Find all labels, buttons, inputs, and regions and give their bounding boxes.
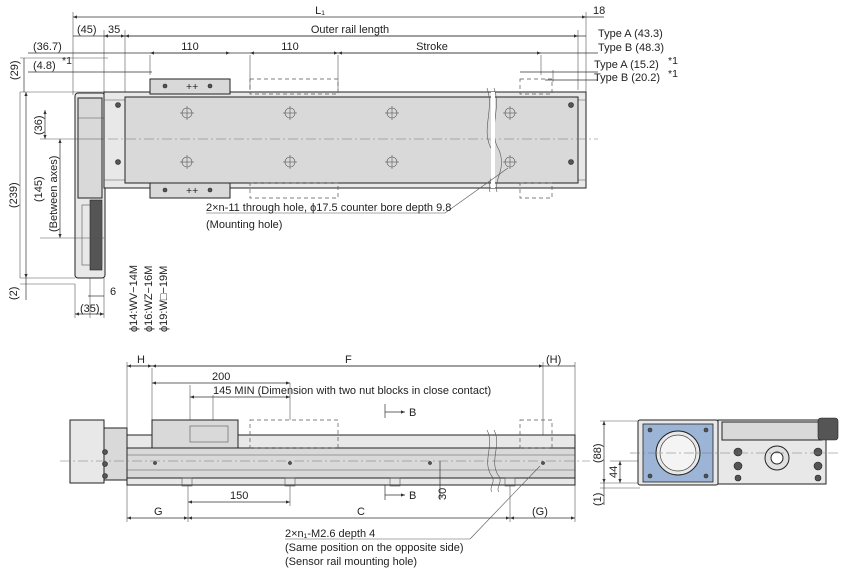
- motor-14: ϕ14:WV−14M: [128, 265, 140, 332]
- sensor-note-2: (Same position on the opposite side): [285, 542, 464, 554]
- dim-150: 150: [230, 490, 248, 502]
- stroke-label: Stroke: [416, 41, 448, 53]
- dim-18: 18: [593, 5, 605, 17]
- section-b-bottom: B: [409, 490, 416, 502]
- dim-44: 44: [608, 466, 620, 478]
- top-view: L₁ 18 (45) 35 Outer rail length (36.7) 1…: [8, 5, 678, 332]
- dim-2: (2): [8, 287, 20, 300]
- sensor-note-1: 2×n₁-M2.6 depth 4: [285, 528, 375, 540]
- note-star1-a: *1: [62, 55, 72, 67]
- note-star1-b: *1: [668, 55, 678, 67]
- between-axes: (Between axes): [48, 156, 60, 232]
- svg-text:++: ++: [186, 81, 198, 93]
- dim-6: 6: [110, 286, 116, 298]
- dim-145: (145): [33, 176, 45, 202]
- type-a-43: Type A (43.3): [598, 28, 663, 40]
- dim-H-paren: (H): [546, 354, 561, 366]
- side-view: H F (H) 200 145 MIN (Dimension with two …: [60, 354, 590, 568]
- outer-rail-length: Outer rail length: [311, 24, 389, 36]
- motor-16: ϕ16:WZ−16M: [143, 266, 155, 332]
- svg-text:++: ++: [186, 185, 198, 197]
- motor-19: ϕ19:W□−19M: [158, 266, 170, 332]
- note-star1-c: *1: [668, 68, 678, 80]
- dim-F: F: [345, 354, 352, 366]
- end-view: (88) 44 (1): [592, 417, 839, 506]
- type-b-20: Type B (20.2): [594, 72, 660, 84]
- dim-110-a: 110: [181, 41, 199, 53]
- dim-1: (1): [592, 493, 604, 506]
- section-b-top: B: [409, 407, 416, 419]
- dim-G: G: [154, 506, 163, 518]
- mounting-hole-note: 2×n-11 through hole, ϕ17.5 counter bore …: [206, 202, 451, 214]
- dim-110-b: 110: [281, 41, 299, 53]
- dim-239: (239): [8, 182, 20, 208]
- dim-45: (45): [77, 24, 97, 36]
- dim-35-b: (35): [80, 303, 100, 315]
- dim-145-min: 145 MIN (Dimension with two nut blocks i…: [213, 385, 491, 397]
- dim-C: C: [357, 506, 365, 518]
- type-b-48: Type B (48.3): [598, 42, 664, 54]
- dim-36-7: (36.7): [33, 41, 62, 53]
- dim-4-8: (4.8): [33, 60, 56, 72]
- sensor-note-3: (Sensor rail mounting hole): [285, 556, 417, 568]
- dim-35: 35: [108, 24, 120, 36]
- dim-200: 200: [212, 371, 230, 383]
- dim-L1: L₁: [315, 5, 325, 17]
- type-a-15: Type A (15.2): [594, 59, 659, 71]
- mounting-holes: [115, 102, 574, 169]
- dim-30: 30: [437, 488, 449, 500]
- dim-88: (88): [592, 443, 604, 463]
- mounting-hole-label: (Mounting hole): [206, 219, 282, 231]
- dim-H: H: [137, 354, 145, 366]
- dim-29: (29): [9, 60, 21, 80]
- dim-36: (36): [33, 115, 45, 135]
- dim-G-paren: (G): [532, 506, 548, 518]
